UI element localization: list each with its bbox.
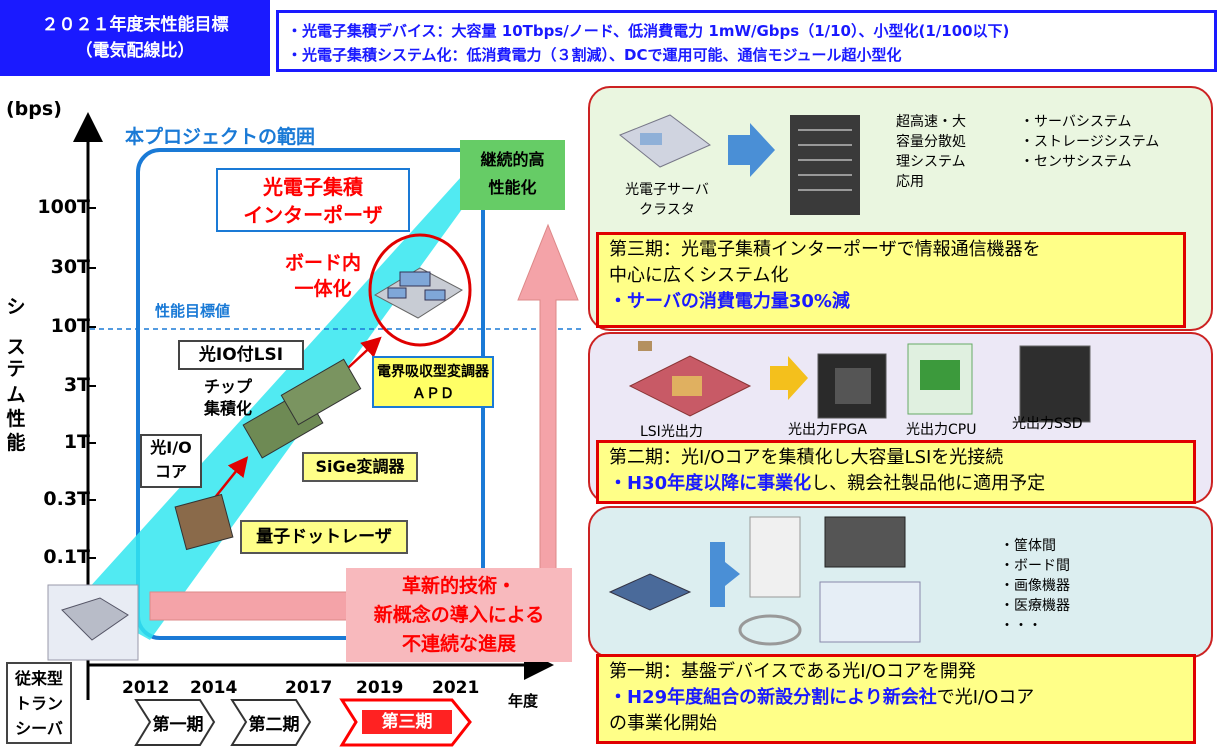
phase2-description: 第二期：光I/Oコアを集積化し大容量LSIを光接続 ・H30年度以降に事業化し、… xyxy=(596,440,1196,504)
sige-box: SiGe変調器 xyxy=(302,452,418,482)
fpga-output-label: 光出力FPGA xyxy=(788,422,867,438)
innov-line2: 新概念の導入による xyxy=(373,604,545,626)
target-system-line: ・光電子集積システム化：低消費電力（３割減）、DCで運用可能、通信モジュール超小… xyxy=(287,46,902,64)
lsi-output-label: LSI光出力 xyxy=(640,424,703,440)
target-device-line: ・光電子集積デバイス：大容量 10Tbps/ノード、低消費電力 1mW/Gbps… xyxy=(287,22,1010,40)
legacy-line3: シーバ xyxy=(15,719,63,738)
board-integration-label: ボード内 一体化 xyxy=(268,250,378,302)
io-core-box: 光I/O コア xyxy=(140,434,202,488)
y-tick-03t: 0.3T xyxy=(43,488,90,510)
y-axis-char-1: シ xyxy=(6,296,26,318)
app-item-5: ・・・ xyxy=(1000,618,1042,634)
y-tick-3t: 3T xyxy=(63,374,90,396)
target-subtitle: （電気配線比） xyxy=(75,41,195,61)
y-tick-01t: 0.1T xyxy=(43,546,90,568)
legacy-line1: 従来型 xyxy=(14,669,63,688)
system-application-desc: 超高速・大 容量分散処 理システム 応用 xyxy=(896,112,966,192)
chip-int-line2: 集積化 xyxy=(203,399,252,418)
board-line1: ボード内 xyxy=(284,252,361,274)
system-item-3: ・センサシステム xyxy=(1020,154,1132,170)
x-tick-2017: 2017 xyxy=(285,678,333,698)
phase1-line3: の事業化開始 xyxy=(609,713,717,734)
laser-box: 量子ドットレーザ xyxy=(240,520,408,554)
system-list: ・サーバシステム ・ストレージシステム ・センサシステム xyxy=(1020,112,1159,172)
innov-line3: 不連続な進展 xyxy=(401,633,516,655)
server-graphic xyxy=(619,114,860,215)
target-title: ２０２１年度末性能目標 xyxy=(41,15,229,35)
cpu-output-label: 光出力CPU xyxy=(906,422,977,438)
x-unit-label: 年度 xyxy=(508,692,539,710)
y-axis-char-2: ス xyxy=(6,336,26,358)
core-line2: コア xyxy=(154,462,187,481)
phase2-line2-highlight: ・H30年度以降に事業化 xyxy=(609,473,812,494)
x-tick-2019: 2019 xyxy=(356,678,404,698)
app-item-1: ・筐体間 xyxy=(1000,538,1056,554)
interposer-line1: 光電子集積 xyxy=(263,175,363,199)
application-graphic xyxy=(608,516,921,646)
phase3-line3: ・サーバの消費電力量30%減 xyxy=(609,291,850,312)
x-tick-2014: 2014 xyxy=(190,678,238,698)
continuous-line1: 継続的高 xyxy=(480,150,545,169)
application-list: ・筐体間 ・ボード間 ・画像機器 ・医療機器 ・・・ xyxy=(1000,536,1070,636)
target-details-box: ・光電子集積デバイス：大容量 10Tbps/ノード、低消費電力 1mW/Gbps… xyxy=(276,10,1217,72)
phase1-line1: 第一期：基盤デバイスである光I/Oコアを開発 xyxy=(609,661,976,682)
eam-line2: ＡＰＤ xyxy=(412,386,454,402)
phase3-description: 第三期：光電子集積インターポーザで情報通信機器を 中心に広くシステム化 ・サーバ… xyxy=(596,232,1186,328)
phase2-line2-rest: し、親会社製品他に適用予定 xyxy=(811,473,1046,494)
desc-line4: 応用 xyxy=(896,174,924,190)
y-unit-label: (bps) xyxy=(6,98,62,120)
app-item-4: ・医療機器 xyxy=(1000,598,1070,614)
legacy-line2: トラン xyxy=(14,694,63,713)
app-item-3: ・画像機器 xyxy=(1000,578,1070,594)
innovation-box: 革新的技術・ 新概念の導入による 不連続な進展 xyxy=(346,568,572,662)
system-item-1: ・サーバシステム xyxy=(1020,114,1132,130)
y-axis-char-4: ム xyxy=(6,384,26,406)
system-item-2: ・ストレージシステム xyxy=(1020,134,1160,150)
x-tick-2012: 2012 xyxy=(122,678,170,698)
target-line-label: 性能目標値 xyxy=(155,302,231,320)
server-cluster-caption: 光電子サーバ クラスタ xyxy=(612,180,722,220)
chip-int-line1: チップ xyxy=(203,377,252,396)
y-axis-char-3: テ xyxy=(6,358,26,380)
y-tick-30t: 30T xyxy=(50,256,90,278)
phase3-chevron-label: 第三期 xyxy=(362,710,452,734)
legacy-transceiver-box: 従来型 トラン シーバ xyxy=(6,662,72,744)
interposer-line2: インターポーザ xyxy=(243,203,383,227)
phase1-line2-highlight: ・H29年度組合の新設分割により新会社 xyxy=(609,687,937,708)
y-tick-100t: 100T xyxy=(37,196,90,218)
y-axis-char-6: 能 xyxy=(6,432,26,454)
project-scope-title: 本プロジェクトの範囲 xyxy=(125,126,316,148)
board-line2: 一体化 xyxy=(294,278,352,300)
phase1-description: 第一期：基盤デバイスである光I/Oコアを開発 ・H29年度組合の新設分割により新… xyxy=(596,654,1196,744)
integration-ellipse xyxy=(368,233,472,347)
core-line1: 光I/O xyxy=(150,438,192,457)
chip-integration-label: チップ 集積化 xyxy=(188,376,268,420)
desc-line1: 超高速・大 xyxy=(896,114,966,130)
desc-line3: 理システム xyxy=(896,154,966,170)
lsi-box: 光IO付LSI xyxy=(178,340,304,370)
desc-line2: 容量分散処 xyxy=(896,134,966,150)
innov-line1: 革新的技術・ xyxy=(401,575,516,597)
app-item-2: ・ボード間 xyxy=(1000,558,1070,574)
ssd-output-label: 光出力SSD xyxy=(1012,416,1083,432)
phase3-line2: 中心に広くシステム化 xyxy=(609,265,789,286)
target-title-box: ２０２１年度末性能目標 （電気配線比） xyxy=(0,0,270,76)
y-tick-1t: 1T xyxy=(63,431,90,453)
product-graphic xyxy=(628,341,1091,423)
phase3-line1: 第三期：光電子集積インターポーザで情報通信機器を xyxy=(609,239,1041,260)
server-caption-line2: クラスタ xyxy=(639,202,695,218)
phase1-line2-rest: で光I/Oコア xyxy=(936,687,1035,708)
phase2-line1: 第二期：光I/Oコアを集積化し大容量LSIを光接続 xyxy=(609,447,1004,468)
continuous-line2: 性能化 xyxy=(488,178,537,197)
phase2-chevron-label: 第二期 xyxy=(248,715,300,735)
eam-box: 電界吸収型変調器 ＡＰＤ xyxy=(372,356,494,408)
eam-line1: 電界吸収型変調器 xyxy=(377,364,489,380)
phase1-chevron-label: 第一期 xyxy=(152,715,204,735)
y-tick-10t: 10T xyxy=(50,315,90,337)
y-axis-char-5: 性 xyxy=(6,408,26,430)
continuous-improvement-label: 継続的高 性能化 xyxy=(460,146,565,202)
interposer-box: 光電子集積 インターポーザ xyxy=(216,168,410,232)
server-caption-line1: 光電子サーバ xyxy=(625,182,709,198)
x-tick-2021: 2021 xyxy=(432,678,480,698)
